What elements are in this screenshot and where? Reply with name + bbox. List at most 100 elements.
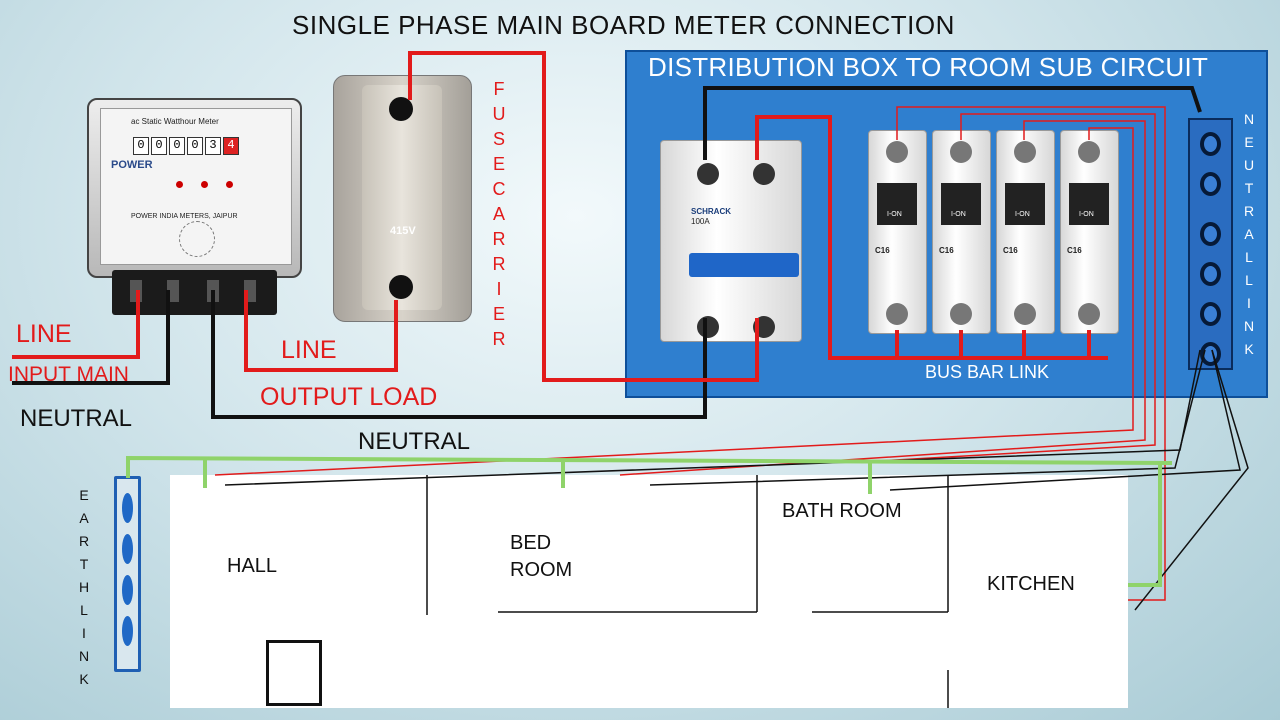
- letter: T: [1244, 180, 1254, 196]
- room-hall-label: HALL: [227, 555, 278, 577]
- letter: E: [1244, 134, 1254, 150]
- energy-meter-face: ac Static Watthour Meter 0 0 0 0 3 4 POW…: [100, 108, 292, 265]
- letter: A: [492, 204, 505, 224]
- breaker-screw: [697, 316, 719, 338]
- mcb-screw: [950, 303, 972, 325]
- letter: F: [493, 79, 505, 99]
- meter-led: [201, 181, 208, 188]
- mcb-3: I-ON C16: [996, 130, 1055, 334]
- meter-digit: 0: [133, 137, 149, 155]
- neutral-terminal: [1200, 172, 1221, 196]
- neutral-input-label: NEUTRAL: [20, 405, 133, 432]
- meter-seal: [179, 221, 215, 257]
- mcb-screw: [950, 141, 972, 163]
- earth-link-label: E A R T H L I N K: [76, 488, 92, 686]
- meter-brand: POWER: [111, 159, 153, 171]
- earth-link-block: [114, 476, 141, 672]
- letter: U: [492, 104, 506, 124]
- letter: L: [80, 602, 88, 618]
- neutral-output-wire: [1134, 349, 1249, 611]
- mcb-output-wire: [896, 106, 1166, 601]
- neutral-output-wire: [889, 349, 1241, 491]
- fuse-to-breaker-wire: [408, 51, 759, 382]
- earth-terminal: [122, 616, 133, 646]
- main-breaker: SCHRACK 100A: [660, 140, 802, 342]
- neutral-link-block: [1188, 118, 1233, 370]
- diagram-title: SINGLE PHASE MAIN BOARD METER CONNECTION: [292, 10, 955, 40]
- mcb-2: I-ON C16: [932, 130, 991, 334]
- room-bath-label: BATH ROOM: [782, 500, 902, 522]
- letter: A: [1244, 226, 1254, 242]
- neutral-terminal: [1200, 302, 1221, 326]
- breaker-line-wire: [755, 115, 1108, 360]
- line-output-wire: [244, 290, 398, 372]
- mcb-rating: C16: [1003, 246, 1018, 255]
- fuse-carrier-label: F U S E C A R R I E R: [490, 80, 508, 348]
- breaker-neutral-wire: [703, 86, 1202, 160]
- letter: U: [1243, 157, 1255, 173]
- letter: R: [492, 254, 506, 274]
- meter-digit: 4: [223, 137, 239, 155]
- breaker-screw: [753, 163, 775, 185]
- letter: I: [1247, 295, 1251, 311]
- meter-digit: 0: [169, 137, 185, 155]
- letter: K: [1244, 341, 1254, 357]
- mcb-toggle-label: I-ON: [887, 211, 902, 218]
- fuse-screw: [389, 275, 413, 299]
- meter-maker: POWER INDIA METERS, JAIPUR: [131, 213, 238, 220]
- letter: C: [492, 179, 506, 199]
- mcb-1: I-ON C16: [868, 130, 927, 334]
- neutral-output-wire: [224, 349, 1201, 486]
- neutral-main-wire: [211, 290, 707, 419]
- mcb-toggle: I-ON: [941, 183, 981, 225]
- room-switch-box: [266, 640, 322, 706]
- letter: K: [79, 671, 89, 687]
- fuse-screw: [389, 97, 413, 121]
- input-main-label: INPUT MAIN: [8, 363, 129, 386]
- neutral-terminal: [1200, 132, 1221, 156]
- room-bed-label-line2: ROOM: [510, 559, 573, 581]
- breaker-screw: [697, 163, 719, 185]
- earth-terminal: [122, 534, 133, 564]
- mcb-toggle-label: I-ON: [1015, 211, 1030, 218]
- mcb-output-wire: [859, 113, 1156, 463]
- mcb-screw: [1014, 303, 1036, 325]
- letter: E: [492, 304, 505, 324]
- letter: N: [78, 648, 90, 664]
- meter-digit: 3: [205, 137, 221, 155]
- meter-reading: 0 0 0 0 3 4: [133, 137, 239, 155]
- neutral-output-wire: [649, 349, 1206, 486]
- letter: I: [82, 625, 86, 641]
- letter: R: [78, 533, 90, 549]
- neutral-terminal: [1200, 222, 1221, 246]
- neutral-terminal: [1200, 262, 1221, 286]
- meter-heading: ac Static Watthour Meter: [131, 117, 219, 126]
- meter-led: [226, 181, 233, 188]
- line-output-label: LINE: [281, 336, 337, 364]
- bus-bar-label: BUS BAR LINK: [925, 362, 1050, 382]
- mcb-toggle: I-ON: [1005, 183, 1045, 225]
- mcb-output-wire: [619, 120, 1146, 476]
- breaker-toggle: [689, 253, 799, 277]
- letter: H: [78, 579, 90, 595]
- mcb-toggle-label: I-ON: [951, 211, 966, 218]
- output-load-label: OUTPUT LOAD: [260, 383, 438, 411]
- room-bed-label-line1: BED: [510, 532, 552, 554]
- earth-main-wire: [126, 455, 1173, 478]
- letter: A: [79, 510, 89, 526]
- letter: R: [492, 329, 506, 349]
- letter: R: [492, 229, 506, 249]
- letter: E: [492, 154, 505, 174]
- mcb-toggle-label: I-ON: [1079, 211, 1094, 218]
- mcb-screw: [1078, 303, 1100, 325]
- meter-digit: 0: [151, 137, 167, 155]
- fuse-rating: 415V: [390, 225, 416, 237]
- mcb-4: I-ON C16: [1060, 130, 1119, 334]
- mcb-screw: [1078, 141, 1100, 163]
- fuse-carrier-insert: 415V: [362, 85, 442, 310]
- neutral-main-label: NEUTRAL: [358, 428, 471, 455]
- mcb-rating: C16: [939, 246, 954, 255]
- room-kitchen-label: KITCHEN: [987, 573, 1075, 595]
- room-layout: [170, 475, 1128, 708]
